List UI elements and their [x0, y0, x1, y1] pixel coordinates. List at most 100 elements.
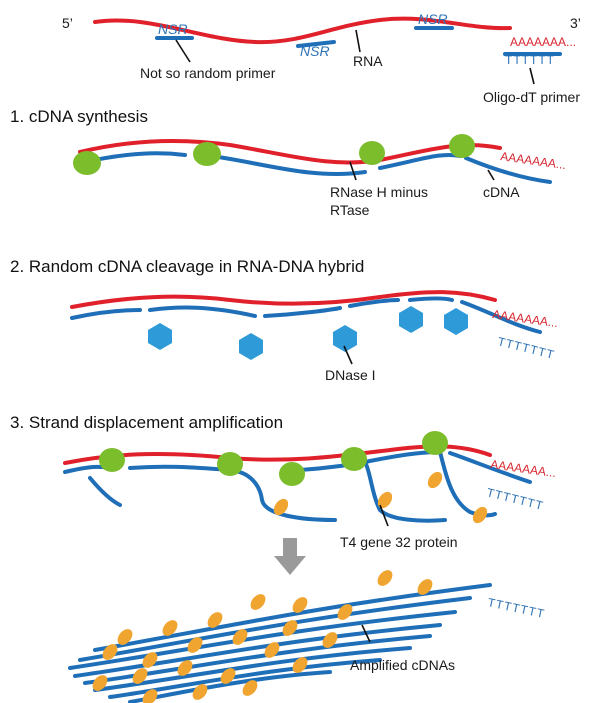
dnase-enzyme-1: [148, 323, 172, 350]
dnase-enzyme-4: [399, 306, 423, 333]
rtase-enzyme-4: [449, 134, 475, 158]
dnase-label: DNase I: [325, 367, 376, 383]
step2-cdna-fragment-3: [263, 306, 342, 318]
rna-leader-line: [355, 29, 361, 53]
bound-gp32-protein: [377, 570, 393, 586]
bound-gp32-protein: [417, 579, 433, 595]
bound-gp32-protein: [92, 675, 108, 691]
step3-cdna-5: [448, 451, 532, 484]
step1-polya-tail: AAAAAAA...: [500, 149, 567, 172]
nsr-primer-2-strand: [296, 40, 336, 48]
step2-panel: 2. Random cDNA cleavage in RNA-DNA hybri…: [10, 257, 559, 383]
gp32-protein-4: [472, 506, 488, 524]
bound-gp32-protein: [142, 689, 158, 703]
step3-cdna-2: [128, 464, 337, 522]
nsr-primer-1: NSR: [158, 21, 188, 37]
bound-gp32-protein: [142, 652, 158, 668]
bound-gp32-protein: [264, 642, 280, 658]
rtase-displace-5: [422, 431, 448, 455]
bound-gp32-protein: [292, 597, 308, 613]
cdna-leader-line: [487, 169, 495, 181]
rtase-displace-4: [341, 447, 367, 471]
bound-gp32-protein: [207, 612, 223, 628]
bound-gp32-protein: [187, 637, 203, 653]
rna-strand: [93, 16, 512, 45]
bound-gp32-protein: [162, 620, 178, 636]
rtase-displace-1: [99, 448, 125, 472]
amplified-cdna-strand: [93, 646, 412, 692]
rna-label: RNA: [353, 53, 383, 69]
rtase-enzyme-1: [73, 151, 101, 175]
dnase-enzyme-3: [333, 325, 357, 352]
step3-title: 3. Strand displacement amplification: [10, 413, 283, 432]
five-prime-label: 5’: [62, 15, 73, 31]
rtase-enzyme-2: [193, 142, 221, 166]
step1-cdna-strand-2: [203, 153, 367, 176]
step2-title: 2. Random cDNA cleavage in RNA-DNA hybri…: [10, 257, 364, 276]
step2-cdna-fragment-1: [70, 308, 142, 320]
gp32-leader-line: [379, 504, 389, 527]
step1-rna-strand: [78, 138, 502, 165]
cdna-label: cDNA: [483, 184, 520, 200]
bound-gp32-protein: [177, 660, 193, 676]
step3-cdna-3: [298, 459, 447, 523]
polya-tail: AAAAAAA...: [510, 35, 576, 49]
step3-oligo-dt: TTTTTTT: [485, 485, 545, 513]
oligo-leader-line: [529, 67, 535, 85]
result-panel: TTTTTTT Amplified cDNAs: [68, 570, 546, 703]
step2-cdna-fragment-5: [408, 296, 454, 302]
nsr-primer-2: NSR: [300, 43, 330, 59]
step1-cdna-strand-4: [464, 156, 552, 184]
result-oligo-dt: TTTTTTT: [486, 595, 546, 621]
down-arrow-icon: [274, 538, 306, 575]
step2-cdna-fragment-6: [460, 300, 542, 334]
bound-gp32-protein: [192, 684, 208, 700]
step2-oligo-dt: TTTTTTT: [496, 334, 556, 362]
bound-gp32-protein: [282, 620, 298, 636]
bound-gp32-protein: [250, 594, 266, 610]
amplified-cdna-strand: [93, 583, 492, 652]
bound-gp32-protein: [337, 604, 353, 620]
rtase-leader-line: [349, 161, 357, 181]
bound-gp32-protein: [132, 668, 148, 684]
amplified-cdna-strand: [83, 634, 432, 685]
bound-gp32-protein: [322, 632, 338, 648]
oligo-dt-primer: TTTTTT: [505, 53, 555, 67]
step1-panel: 1. cDNA synthesis AAAAAAA... RNase H min…: [10, 107, 567, 218]
oligo-dt-label: Oligo-dT primer: [483, 89, 580, 105]
result-label: Amplified cDNAs: [350, 657, 455, 673]
rtase-displace-3: [279, 462, 305, 486]
dnase-enzyme-2: [239, 333, 263, 360]
step3-cdna-1: [63, 464, 122, 507]
amplified-cdna-strand: [78, 596, 472, 662]
step2-cdna-fragment-2: [148, 305, 257, 318]
bound-gp32-protein: [242, 680, 258, 696]
result-leader-line: [361, 624, 371, 643]
three-prime-label: 3’: [570, 15, 581, 31]
gp32-protein-2: [377, 491, 393, 509]
amplified-cdna-strand: [68, 610, 457, 670]
dnase-leader-line: [343, 345, 353, 365]
gp32-label: T4 gene 32 protein: [340, 534, 458, 550]
step1-title: 1. cDNA synthesis: [10, 107, 148, 126]
gp32-protein-1: [273, 498, 289, 516]
step3-panel: 3. Strand displacement amplification AAA…: [10, 413, 557, 550]
nsr-primer-3: NSR: [418, 11, 448, 27]
rtase-displace-2: [217, 452, 243, 476]
rtase-label-line1: RNase H minus: [330, 184, 428, 200]
bound-gp32-protein: [220, 668, 236, 684]
bound-gp32-protein: [117, 629, 133, 645]
bound-gp32-protein: [292, 657, 308, 673]
dnase-enzyme-5: [444, 308, 468, 335]
step2-rna-strand: [70, 290, 497, 309]
bound-gp32-protein: [102, 644, 118, 660]
rtase-enzyme-3: [359, 141, 385, 165]
step2-cdna-fragment-4: [348, 298, 400, 308]
step3-polya-tail: AAAAAAA...: [490, 457, 557, 480]
nsr-leader-line: [175, 39, 191, 63]
top-panel: 5’ 3’ NSR NSR NSR AAAAAAA... TTTTTT Not …: [62, 11, 581, 105]
nsr-label: Not so random primer: [140, 65, 276, 81]
amplified-cdna-strand: [73, 623, 442, 678]
bound-gp32-protein: [232, 629, 248, 645]
